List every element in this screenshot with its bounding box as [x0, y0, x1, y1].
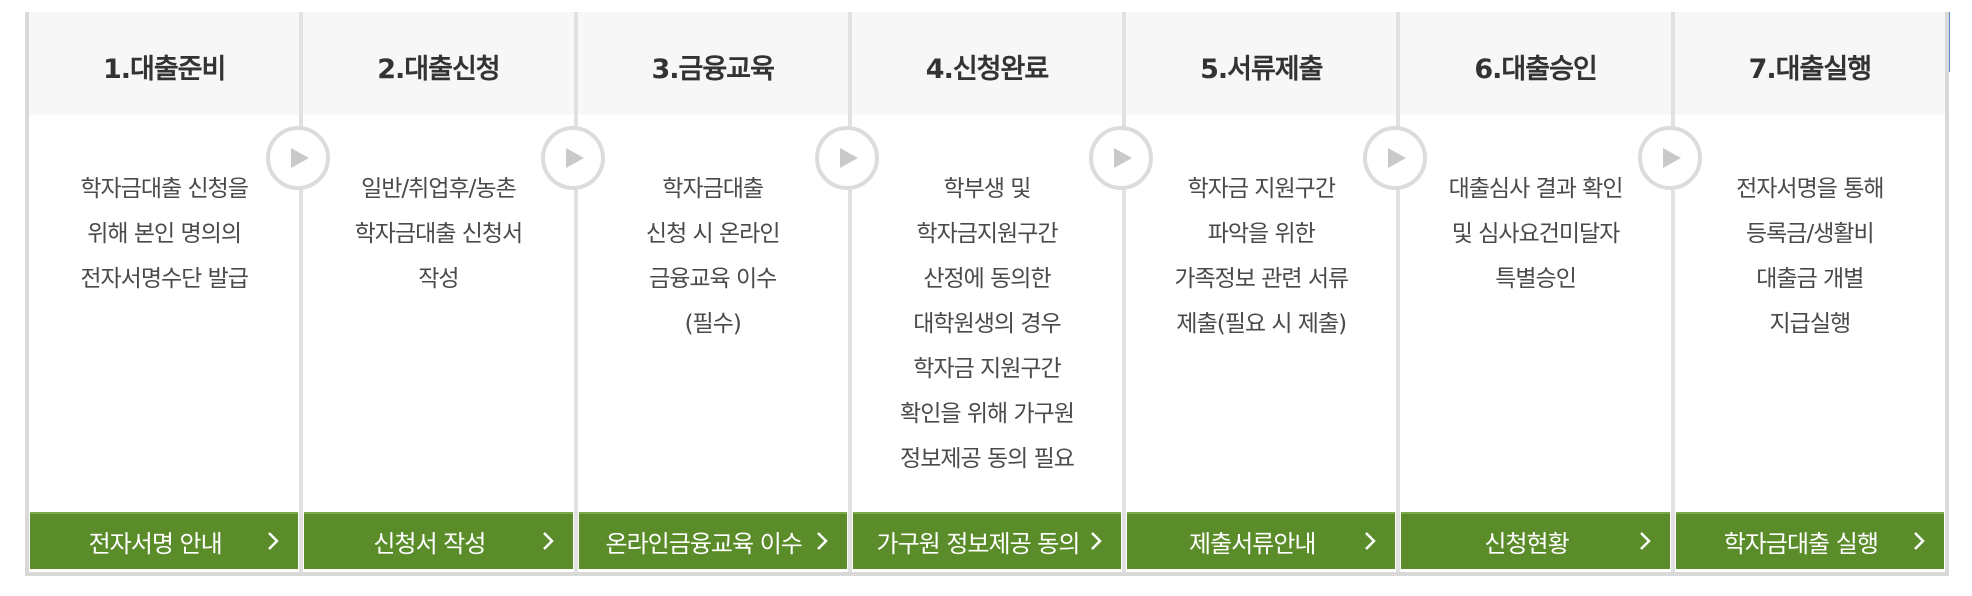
step-description-line: 학부생 및 [943, 176, 1032, 202]
step-title: 2.대출신청 [303, 12, 574, 115]
step-description-line: 학자금대출 [662, 176, 764, 202]
step-description-line: 대출심사 결과 확인 [1448, 176, 1624, 202]
step-title: 5.서류제출 [1126, 12, 1397, 115]
step-action-label: 제출서류안내 [1189, 530, 1316, 558]
step-description-line: 학자금지원구간 [916, 221, 1058, 247]
step-description-line: 전자서명수단 발급 [80, 266, 249, 292]
step-description-line: 및 심사요건미달자 [1451, 221, 1621, 247]
chevron-right-icon [1085, 528, 1107, 554]
step-action-button[interactable]: 전자서명 안내 [30, 512, 299, 569]
step-title: 7.대출실행 [1674, 12, 1945, 115]
step-description-line: 가족정보 관련 서류 [1174, 266, 1349, 292]
play-arrow-icon [1637, 126, 1702, 190]
step-description-line: 지급실행 [1769, 311, 1852, 337]
step-description-line: 특별승인 [1495, 266, 1577, 292]
chevron-right-icon [811, 528, 833, 554]
chevron-right-icon [1359, 528, 1381, 554]
step-description-line: 금융교육 이수 [649, 266, 777, 292]
step-description-line: 확인을 위해 가구원 [900, 401, 1075, 427]
step-description-line: 학자금 지원구간 [1187, 176, 1336, 202]
step-title: 1.대출준비 [29, 12, 300, 115]
play-arrow-icon [814, 126, 879, 190]
step-description-line: 신청 시 온라인 [645, 221, 781, 247]
step-action-button[interactable]: 신청현황 [1401, 512, 1670, 569]
play-arrow-icon [540, 126, 605, 190]
step-action-label: 온라인금융교육 이수 [605, 530, 803, 558]
chevron-right-icon [1634, 528, 1656, 554]
step-title: 4.신청완료 [851, 12, 1123, 115]
step-action-button[interactable]: 학자금대출 실행 [1675, 512, 1944, 569]
step-action-label: 전자서명 안내 [88, 530, 223, 558]
step-description-line: (필수) [684, 311, 742, 337]
play-arrow-icon [266, 126, 331, 190]
chevron-right-icon [1908, 528, 1930, 554]
step-title: 3.금융교육 [577, 12, 848, 115]
chevron-right-icon [537, 528, 559, 554]
chevron-right-icon [262, 528, 284, 554]
step-description-line: 위해 본인 명의의 [87, 221, 242, 247]
step-title: 6.대출승인 [1400, 12, 1671, 115]
step-description-line: 정보제공 동의 필요 [900, 446, 1075, 472]
step-description-line: 학자금대출 신청을 [80, 176, 249, 202]
step-description-line: 제출(필요 시 제출) [1176, 311, 1347, 337]
step-description-line: 작성 [418, 266, 459, 292]
step-action-button[interactable]: 온라인금융교육 이수 [578, 512, 847, 569]
step-description-line: 일반/취업후/농촌 [361, 176, 517, 202]
step-action-label: 학자금대출 실행 [1723, 530, 1879, 558]
step-action-label: 신청현황 [1484, 530, 1569, 558]
step-description-line: 대출금 개별 [1756, 266, 1864, 292]
step-description-line: 등록금/생활비 [1745, 221, 1875, 247]
step-action-button[interactable]: 신청서 작성 [304, 512, 573, 569]
step-description-line: 전자서명을 통해 [1736, 176, 1884, 202]
play-arrow-icon [1089, 126, 1154, 190]
step-action-label: 신청서 작성 [373, 530, 486, 558]
step-description-line: 학자금대출 신청서 [354, 221, 524, 247]
step-description-line: 파악을 위한 [1207, 221, 1316, 247]
step-description-line: 산정에 동의한 [923, 266, 1051, 292]
step-description-line: 대학원생의 경우 [913, 311, 1061, 337]
play-arrow-icon [1363, 126, 1428, 190]
step-action-button[interactable]: 가구원 정보제공 동의 [852, 512, 1122, 569]
step-action-label: 가구원 정보제공 동의 [876, 530, 1080, 558]
step-description-line: 학자금 지원구간 [913, 356, 1061, 382]
step-action-button[interactable]: 제출서류안내 [1127, 512, 1396, 569]
